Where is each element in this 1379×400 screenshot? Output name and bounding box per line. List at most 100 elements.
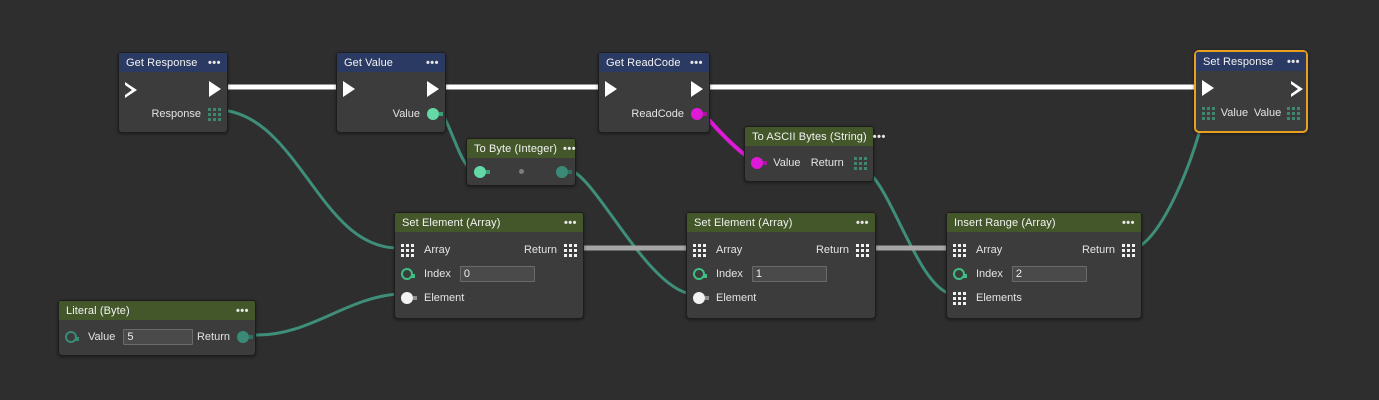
elements-in-port-icon[interactable] [953,291,966,305]
node-literal-byte[interactable]: Literal (Byte) ••• Value Return [58,300,256,356]
exec-in-port-icon[interactable] [343,81,355,97]
row-elements: Elements [947,286,1141,310]
node-get-readcode[interactable]: Get ReadCode ••• ReadCode [598,52,710,133]
array-in-port-icon[interactable] [401,243,414,257]
node-header[interactable]: Insert Range (Array) ••• [947,213,1141,232]
node-set-response[interactable]: Set Response ••• Value Value [1194,50,1308,133]
row-element: Element [687,286,875,310]
index-in-port-icon[interactable] [953,268,967,280]
output-row-readcode: ReadCode [599,102,709,126]
row-index: Index [687,262,875,286]
node-title: Get Value [344,56,394,69]
index-input[interactable] [1011,266,1087,282]
node-get-response[interactable]: Get Response ••• Response [118,52,228,133]
input-port-icon[interactable] [474,165,490,178]
array-in-port-icon[interactable] [693,243,706,257]
return-out-port-icon[interactable] [856,243,869,257]
node-menu-icon[interactable]: ••• [207,56,221,69]
exec-out-port-icon[interactable] [209,81,221,97]
row-label-return: Return [1081,244,1115,256]
value-return-row: Value Return [59,325,255,349]
index-input[interactable] [751,266,827,282]
node-header[interactable]: Set Response ••• [1196,52,1306,71]
output-label: ReadCode [631,108,684,120]
node-title: Set Element (Array) [402,216,501,229]
row-array: Array Return [687,238,875,262]
node-title: Get Response [126,56,198,69]
node-menu-icon[interactable]: ••• [425,56,439,69]
collapsed-indicator-icon [518,169,524,174]
node-menu-icon[interactable]: ••• [872,130,886,143]
output-row-response: Response [119,102,227,126]
output-row-value: Value [337,102,445,126]
return-out-port-icon[interactable] [1122,243,1135,257]
node-menu-icon[interactable]: ••• [1286,55,1300,68]
node-set-element-array-1[interactable]: Set Element (Array) ••• Array Return Ind… [686,212,876,319]
node-header[interactable]: Get Value ••• [337,53,445,72]
node-header[interactable]: Literal (Byte) ••• [59,301,255,320]
node-menu-icon[interactable]: ••• [689,56,703,69]
node-menu-icon[interactable]: ••• [1121,216,1135,229]
return-out-port-icon[interactable] [237,331,253,343]
node-menu-icon[interactable]: ••• [563,142,577,155]
node-set-element-array-0[interactable]: Set Element (Array) ••• Array Return Ind… [394,212,584,319]
exec-out-port-icon[interactable] [427,81,439,97]
return-port-icon[interactable] [556,165,572,178]
exec-row [1196,75,1306,101]
row-label-array: Array [716,244,743,256]
element-in-port-icon[interactable] [401,292,417,304]
exec-row [119,76,227,102]
exec-out-port-icon[interactable] [1291,81,1303,97]
exec-out-port-icon[interactable] [691,81,703,97]
readcode-port-icon[interactable] [691,108,707,120]
row-element: Element [395,286,583,310]
exec-in-port-icon[interactable] [125,82,137,98]
row-label-element: Element [716,292,757,304]
node-insert-range-array[interactable]: Insert Range (Array) ••• Array Return In… [946,212,1142,319]
node-menu-icon[interactable]: ••• [563,216,577,229]
row-label-index: Index [976,268,1003,280]
data-wire-ascii-return-to-insert-range-elements [867,170,953,296]
value-out-port-icon[interactable] [1287,106,1300,120]
exec-in-port-icon[interactable] [605,81,617,97]
node-title: To ASCII Bytes (String) [752,130,867,143]
row-array: Array Return [395,238,583,262]
element-in-port-icon[interactable] [693,292,709,304]
value-in-port-icon[interactable] [65,331,79,343]
node-header[interactable]: Get Response ••• [119,53,227,72]
node-to-ascii-bytes-string[interactable]: To ASCII Bytes (String) ••• Value Return [744,126,885,182]
row-label-element: Element [424,292,465,304]
node-header[interactable]: Set Element (Array) ••• [687,213,875,232]
index-in-port-icon[interactable] [401,268,415,280]
input-label: Value [1220,107,1249,119]
return-port-icon[interactable] [853,156,867,170]
return-out-port-icon[interactable] [564,243,577,257]
value-input[interactable] [123,329,194,345]
data-wire-insert-range-return-to-set-response-value [1133,111,1206,250]
node-header[interactable]: To ASCII Bytes (String) ••• [745,127,885,146]
node-menu-icon[interactable]: ••• [235,304,249,317]
array-in-port-icon[interactable] [953,243,966,257]
node-get-value[interactable]: Get Value ••• Value [336,52,446,133]
node-to-byte-integer[interactable]: To Byte (Integer) ••• [466,138,576,186]
node-header[interactable]: Set Element (Array) ••• [395,213,583,232]
exec-in-port-icon[interactable] [1202,80,1214,96]
node-header[interactable]: To Byte (Integer) ••• [467,139,577,158]
row-array: Array Return [947,238,1141,262]
value-port-icon[interactable] [427,108,443,120]
index-input[interactable] [459,266,535,282]
node-header[interactable]: Get ReadCode ••• [599,53,709,72]
output-label: Value [392,108,420,120]
row-label-return: Return [523,244,557,256]
node-title: Set Response [1203,55,1274,68]
index-in-port-icon[interactable] [693,268,707,280]
row-label-array: Array [424,244,451,256]
data-wire-to-byte-to-set-element-1-element [573,170,693,296]
value-in-port-icon[interactable] [1202,106,1215,120]
node-menu-icon[interactable]: ••• [855,216,869,229]
node-title: Insert Range (Array) [954,216,1056,229]
array-port-icon[interactable] [208,107,221,121]
value-in-port-icon[interactable] [751,157,767,169]
row-label-array: Array [976,244,1003,256]
